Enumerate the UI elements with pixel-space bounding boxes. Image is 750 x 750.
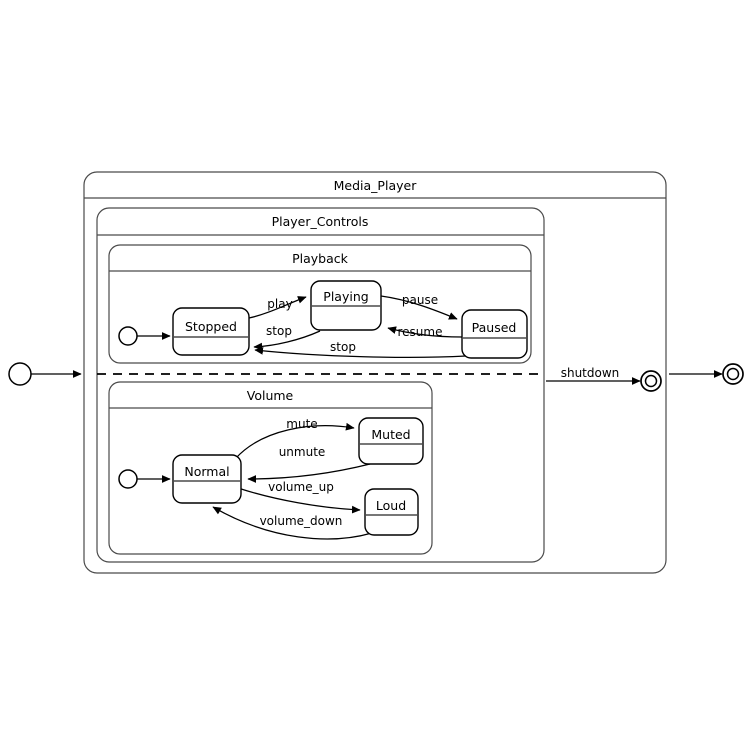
state-normal[interactable]: Normal xyxy=(172,454,242,504)
edge-label-shutdown: shutdown xyxy=(561,366,620,380)
state-playing-label: Playing xyxy=(323,289,368,304)
state-loud[interactable]: Loud xyxy=(364,488,419,536)
edge-unmute[interactable] xyxy=(247,463,371,483)
edge-label-volume-up: volume_up xyxy=(268,480,334,494)
edge-label-mute: mute xyxy=(286,417,317,431)
state-stopped-label: Stopped xyxy=(185,319,237,334)
volume-transitions: mute unmute volume_up volume_down xyxy=(212,417,373,540)
state-loud-label: Loud xyxy=(376,498,406,513)
edge-label-play: play xyxy=(267,297,292,311)
state-paused-label: Paused xyxy=(472,320,517,335)
region-playback-title: Playback xyxy=(292,251,349,266)
edge-stop-playing[interactable] xyxy=(253,330,321,351)
initial-pseudostate-playback-circle xyxy=(118,326,138,346)
state-muted-box xyxy=(358,417,424,465)
edge-pause[interactable] xyxy=(380,295,458,320)
shutdown-transition[interactable]: shutdown xyxy=(546,366,641,385)
state-normal-box xyxy=(172,454,242,504)
state-stopped-box xyxy=(172,307,250,356)
edge-mute[interactable] xyxy=(235,422,355,459)
edge-resume[interactable] xyxy=(387,326,463,338)
edge-label-volume-down: volume_down xyxy=(260,514,343,528)
initial-pseudostate-volume[interactable] xyxy=(118,469,171,489)
initial-pseudostate-outer[interactable] xyxy=(8,362,82,386)
edge-label-resume: resume xyxy=(398,325,443,339)
region-volume-title: Volume xyxy=(247,388,294,403)
state-muted[interactable]: Muted xyxy=(358,417,424,465)
edge-label-unmute: unmute xyxy=(279,445,326,459)
initial-pseudostate-volume-circle xyxy=(118,469,138,489)
edge-stop-paused[interactable] xyxy=(254,347,467,358)
region-media-player-title: Media_Player xyxy=(334,178,418,193)
edge-play[interactable] xyxy=(248,296,307,319)
region-player-controls-title: Player_Controls xyxy=(272,214,369,229)
state-normal-label: Normal xyxy=(184,464,229,479)
state-paused-box xyxy=(461,309,528,359)
initial-pseudostate-playback[interactable] xyxy=(118,326,171,346)
edge-label-pause: pause xyxy=(402,293,438,307)
edge-label-stop-playing: stop xyxy=(266,324,292,338)
final-state-inner[interactable] xyxy=(640,370,662,392)
final-state-outer-inner-circle xyxy=(726,367,740,381)
final-state-inner-inner-circle xyxy=(644,374,658,388)
state-muted-label: Muted xyxy=(371,427,410,442)
edge-volume-up[interactable] xyxy=(237,487,361,514)
state-stopped[interactable]: Stopped xyxy=(172,307,250,356)
initial-pseudostate-outer-circle xyxy=(8,362,32,386)
state-loud-box xyxy=(364,488,419,536)
state-playing[interactable]: Playing xyxy=(310,280,382,331)
edge-volume-down[interactable] xyxy=(212,506,373,540)
playback-transitions: play pause stop resume stop xyxy=(248,293,467,358)
state-paused[interactable]: Paused xyxy=(461,309,528,359)
final-state-outer[interactable] xyxy=(669,363,744,385)
edge-label-stop-paused: stop xyxy=(330,340,356,354)
